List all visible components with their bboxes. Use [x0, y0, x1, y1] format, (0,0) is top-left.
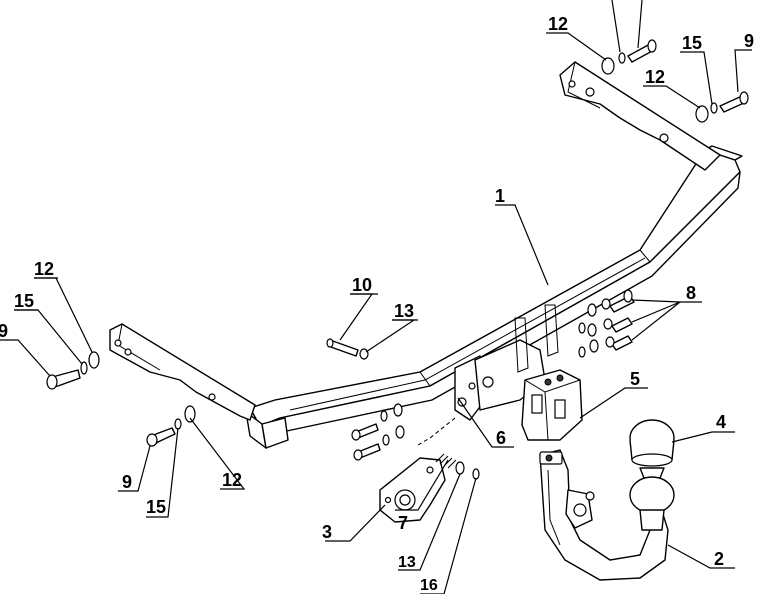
- label-part-3: 3: [322, 522, 332, 542]
- label-part-13-bottom: 13: [398, 554, 416, 571]
- crossbar-part: [245, 145, 743, 449]
- label-part-15-left: 15: [14, 291, 34, 311]
- label-part-10: 10: [352, 275, 372, 295]
- center-bolts-set: [351, 403, 405, 461]
- bolt-8-set: [578, 289, 635, 358]
- left-lower-fastener-set: [146, 405, 196, 447]
- label-part-8: 8: [686, 283, 696, 303]
- socket-plate-part: [379, 457, 446, 523]
- label-part-13: 13: [394, 301, 414, 321]
- label-part-16: 16: [420, 577, 438, 594]
- label-part-9-bottom: 9: [122, 472, 132, 492]
- label-part-2: 2: [714, 549, 724, 569]
- label-part-4: 4: [716, 412, 726, 432]
- ball-carrier-part: [521, 369, 583, 441]
- label-part-12-left: 12: [34, 259, 54, 279]
- label-part-15-bottom: 15: [146, 497, 166, 517]
- label-part-9-left: 9: [0, 321, 8, 341]
- label-part-15-right: 15: [682, 33, 702, 53]
- bolt-10-nut-13: [326, 338, 369, 360]
- left-side-bracket: [109, 323, 256, 421]
- part-labels: 1 2 3 4 5 6 7 8 9 9 9 10 12 12 12 12 13 …: [0, 14, 754, 594]
- top-right-fastener-set: [601, 39, 657, 75]
- spring-washer-set: [435, 453, 480, 480]
- label-part-7: 7: [398, 513, 408, 533]
- label-part-12-top: 12: [548, 14, 568, 34]
- label-part-9-top-right: 9: [744, 31, 754, 51]
- label-part-12-right: 12: [645, 67, 665, 87]
- label-part-6: 6: [496, 428, 506, 448]
- label-part-12-bottom: 12: [222, 470, 242, 490]
- label-part-5: 5: [630, 369, 640, 389]
- tow-ball-part: [629, 419, 675, 531]
- left-upper-fastener-set: [46, 351, 100, 390]
- right-fastener-set: [695, 91, 749, 123]
- label-underlines: [14, 277, 418, 321]
- label-part-1: 1: [495, 186, 505, 206]
- right-side-bracket: [559, 61, 721, 171]
